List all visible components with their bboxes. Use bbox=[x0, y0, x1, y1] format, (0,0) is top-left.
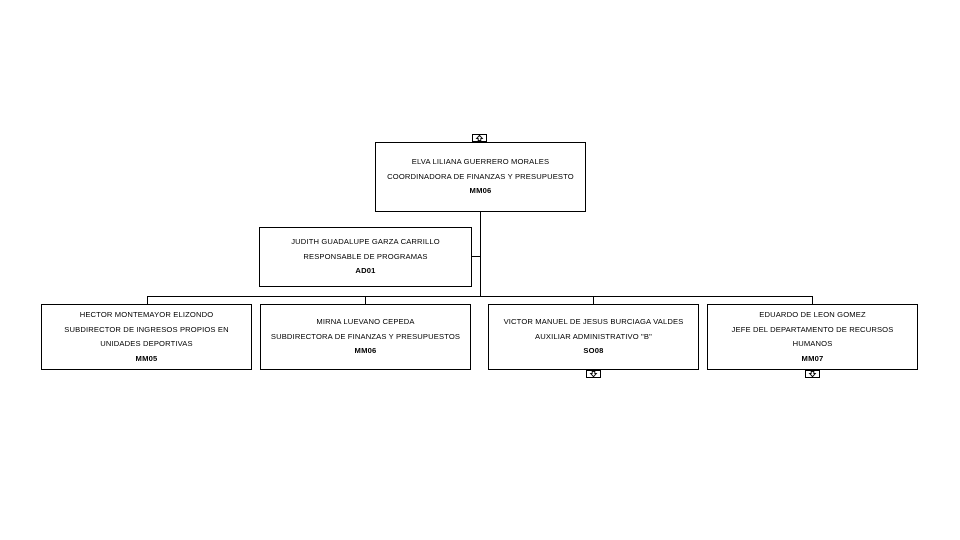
connector-drop-child1 bbox=[147, 296, 148, 304]
org-node-child2[interactable]: MIRNA LUEVANO CEPEDA SUBDIRECTORA DE FIN… bbox=[260, 304, 471, 370]
org-node-code: MM06 bbox=[469, 186, 492, 196]
org-node-child4[interactable]: EDUARDO DE LEON GOMEZ JEFE DEL DEPARTAME… bbox=[707, 304, 918, 370]
connector-assistant-stub bbox=[472, 256, 481, 257]
org-node-name: JUDITH GUADALUPE GARZA CARRILLO bbox=[291, 237, 440, 247]
org-node-title: JEFE DEL DEPARTAMENTO DE RECURSOS HUMANO… bbox=[731, 324, 894, 349]
connector-drop-child3 bbox=[593, 296, 594, 304]
org-node-name: VICTOR MANUEL DE JESUS BURCIAGA VALDES bbox=[503, 317, 684, 327]
org-node-assistant[interactable]: JUDITH GUADALUPE GARZA CARRILLO RESPONSA… bbox=[259, 227, 472, 287]
connector-drop-child4 bbox=[812, 296, 813, 304]
org-node-code: MM05 bbox=[135, 353, 158, 363]
org-node-title: SUBDIRECTORA DE FINANZAS Y PRESUPUESTOS bbox=[270, 331, 461, 341]
org-node-name: HECTOR MONTEMAYOR ELIZONDO bbox=[79, 310, 214, 319]
org-node-root[interactable]: ELVA LILIANA GUERRERO MORALES COORDINADO… bbox=[375, 142, 586, 212]
org-node-title: RESPONSABLE DE PROGRAMAS bbox=[303, 251, 428, 261]
expand-up-icon-root[interactable] bbox=[472, 131, 487, 142]
org-node-title: SUBDIRECTOR DE INGRESOS PROPIOS EN UNIDA… bbox=[64, 324, 229, 349]
expand-down-icon-child3[interactable] bbox=[586, 370, 601, 381]
org-node-child1[interactable]: HECTOR MONTEMAYOR ELIZONDO SUBDIRECTOR D… bbox=[41, 304, 252, 370]
org-node-name: ELVA LILIANA GUERRERO MORALES bbox=[411, 157, 550, 167]
org-node-code: SO08 bbox=[583, 346, 604, 356]
expand-down-icon-child4[interactable] bbox=[805, 370, 820, 381]
org-node-title: COORDINADORA DE FINANZAS Y PRESUPUESTO bbox=[387, 171, 574, 181]
org-node-name: EDUARDO DE LEON GOMEZ bbox=[759, 310, 866, 319]
org-node-code: AD01 bbox=[355, 266, 376, 276]
org-node-code: MM07 bbox=[801, 353, 824, 363]
connector-children-bus bbox=[147, 296, 813, 297]
connector-root-trunk bbox=[480, 212, 481, 297]
org-node-name: MIRNA LUEVANO CEPEDA bbox=[316, 317, 415, 327]
org-node-title: AUXILIAR ADMINISTRATIVO "B" bbox=[535, 331, 652, 341]
org-node-code: MM06 bbox=[354, 346, 377, 356]
org-node-child3[interactable]: VICTOR MANUEL DE JESUS BURCIAGA VALDES A… bbox=[488, 304, 699, 370]
connector-drop-child2 bbox=[365, 296, 366, 304]
